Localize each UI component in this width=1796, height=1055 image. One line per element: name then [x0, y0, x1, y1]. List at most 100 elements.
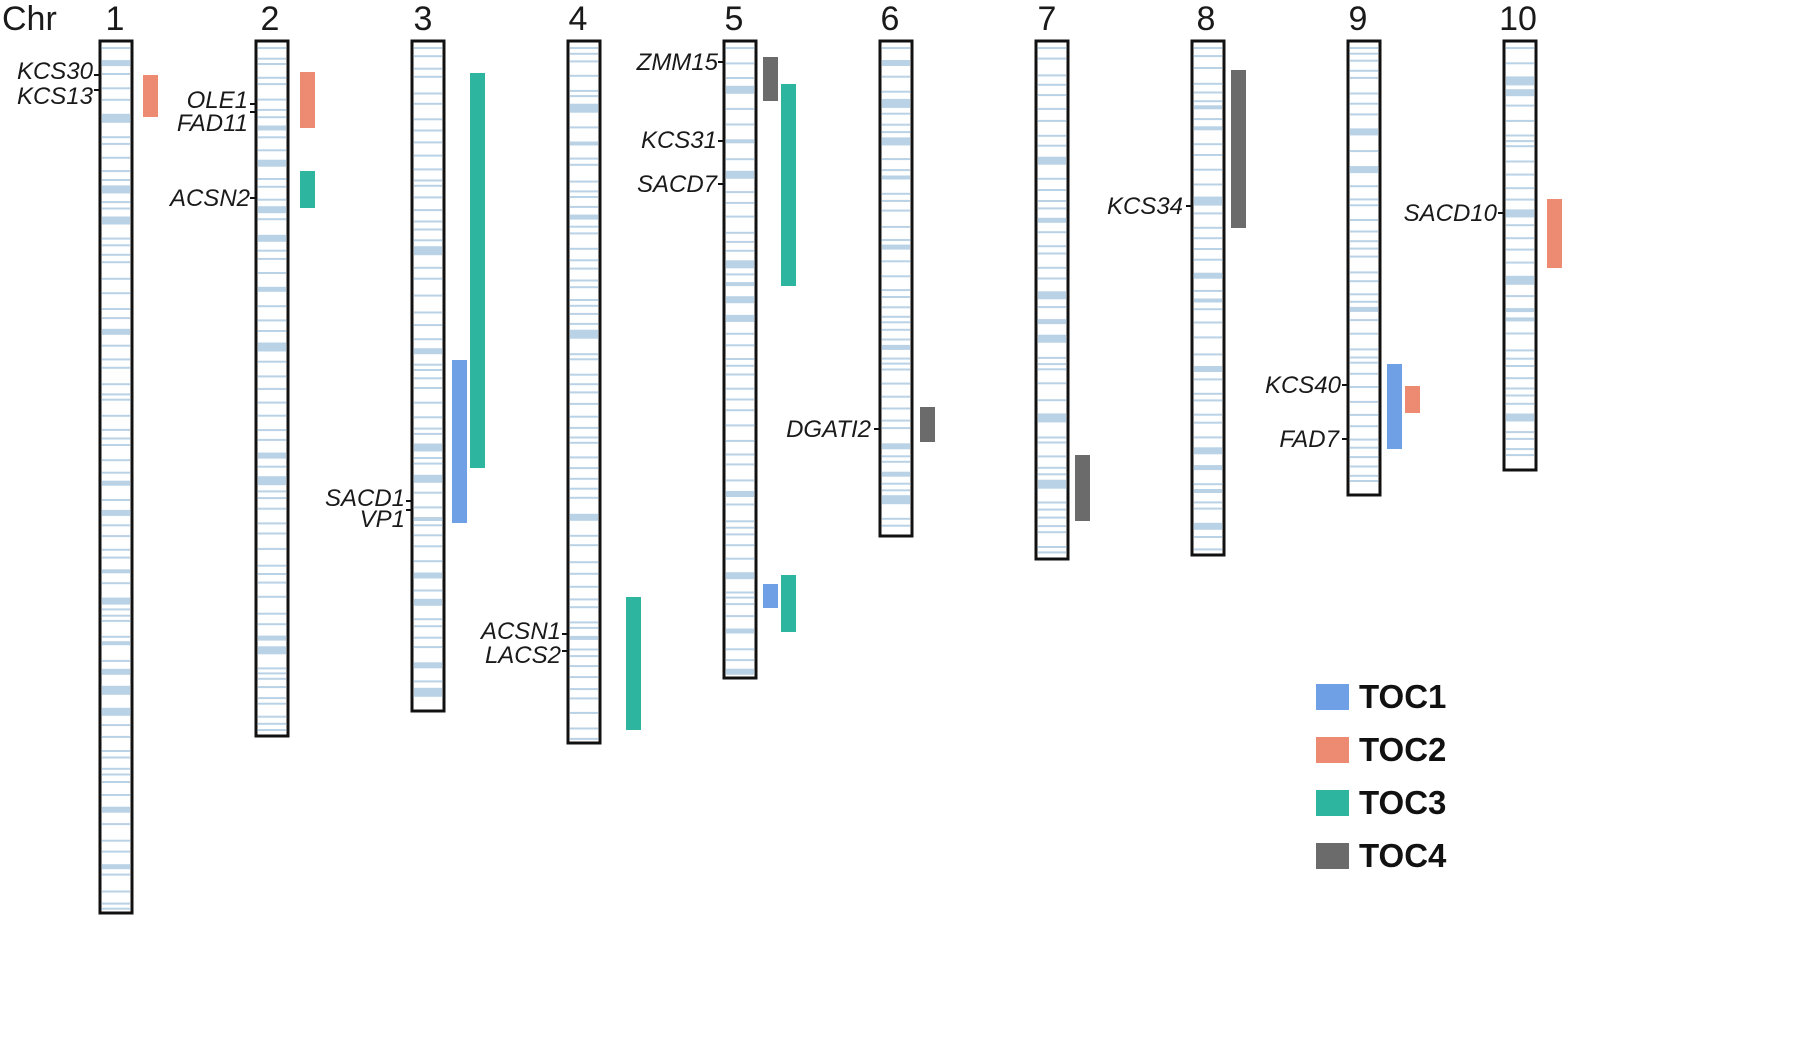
- gene-marker: FAD11: [177, 110, 256, 137]
- marker-band: [882, 209, 910, 212]
- marker-band: [570, 225, 598, 228]
- marker-band: [1038, 551, 1066, 554]
- gene-label: VP1: [360, 506, 405, 533]
- marker-band: [1350, 400, 1378, 403]
- marker-band: [414, 474, 442, 483]
- marker-band: [258, 185, 286, 188]
- gene-marker: SACD1: [325, 485, 412, 512]
- marker-band: [258, 47, 286, 49]
- marker-band: [1350, 185, 1378, 188]
- marker-band: [570, 626, 598, 629]
- marker-band: [1506, 431, 1534, 434]
- marker-band: [414, 47, 442, 49]
- marker-band: [1506, 237, 1534, 240]
- marker-band: [1038, 252, 1066, 255]
- chromosome-outline: [566, 39, 602, 745]
- marker-band: [1506, 308, 1534, 313]
- marker-band: [1506, 62, 1534, 65]
- marker-band: [726, 463, 754, 466]
- marker-band: [102, 277, 130, 280]
- marker-band: [102, 480, 130, 486]
- legend-swatch: [1316, 737, 1349, 763]
- marker-band: [570, 279, 598, 282]
- marker-band: [570, 60, 598, 63]
- marker-band: [570, 286, 598, 289]
- marker-band: [258, 465, 286, 468]
- marker-band: [1506, 104, 1534, 107]
- marker-band: [882, 357, 910, 360]
- marker-band: [258, 108, 286, 111]
- marker-band: [1038, 134, 1066, 137]
- legend-label: TOC3: [1359, 784, 1446, 821]
- marker-band: [1506, 145, 1534, 148]
- marker-band: [414, 102, 442, 105]
- marker-band: [882, 517, 910, 520]
- marker-band: [1038, 399, 1066, 402]
- marker-band: [570, 737, 598, 740]
- marker-band: [414, 377, 442, 380]
- marker-band: [1350, 356, 1378, 359]
- marker-band: [102, 142, 130, 145]
- marker-band: [1194, 67, 1222, 69]
- marker-band: [1506, 387, 1534, 390]
- marker-band: [414, 534, 442, 537]
- marker-band: [1194, 212, 1222, 215]
- qtl-bar-toc3: [300, 171, 315, 208]
- marker-band: [102, 659, 130, 662]
- marker-band: [1350, 300, 1378, 303]
- marker-band: [1038, 74, 1066, 77]
- gene-marker: ZMM15: [636, 49, 724, 76]
- gene-label: SACD10: [1404, 200, 1498, 227]
- qtl-bar-toc3: [781, 84, 796, 286]
- marker-band: [570, 89, 598, 92]
- marker-band: [102, 767, 130, 770]
- marker-band: [102, 707, 130, 716]
- marker-band: [1194, 289, 1222, 292]
- marker-band: [882, 244, 910, 250]
- chromosome-7: 7: [1034, 0, 1090, 561]
- marker-band: [1506, 402, 1534, 405]
- marker-band: [882, 395, 910, 398]
- marker-band: [414, 416, 442, 419]
- marker-band: [570, 74, 598, 77]
- marker-band: [414, 228, 442, 231]
- marker-band: [258, 387, 286, 390]
- marker-band: [1506, 437, 1534, 440]
- marker-band: [726, 628, 754, 634]
- marker-band: [570, 391, 598, 394]
- marker-band: [414, 184, 442, 187]
- marker-band: [258, 581, 286, 584]
- marker-band: [570, 259, 598, 262]
- marker-band: [1194, 447, 1222, 455]
- marker-band: [1506, 119, 1534, 122]
- marker-band: [1506, 261, 1534, 264]
- marker-band: [726, 409, 754, 412]
- gene-marker: KCS13: [17, 83, 100, 110]
- marker-band: [1194, 272, 1222, 279]
- legend-item-toc2: TOC2: [1316, 731, 1446, 768]
- marker-band: [1038, 525, 1066, 528]
- marker-band: [1506, 47, 1534, 49]
- marker-band: [1038, 319, 1066, 325]
- marker-band: [1038, 119, 1066, 122]
- marker-band: [1194, 298, 1222, 303]
- marker-band: [414, 662, 442, 669]
- marker-band: [570, 383, 598, 386]
- marker-band: [414, 432, 442, 435]
- marker-band: [258, 438, 286, 441]
- marker-band: [570, 415, 598, 418]
- marker-band: [414, 338, 442, 341]
- marker-band: [258, 729, 286, 731]
- marker-band: [1038, 382, 1066, 385]
- marker-band: [258, 218, 286, 221]
- marker-band: [102, 685, 130, 695]
- marker-band: [102, 569, 130, 574]
- marker-band: [1038, 441, 1066, 444]
- marker-band: [1038, 266, 1066, 269]
- marker-band: [258, 159, 286, 167]
- marker-band: [726, 296, 754, 304]
